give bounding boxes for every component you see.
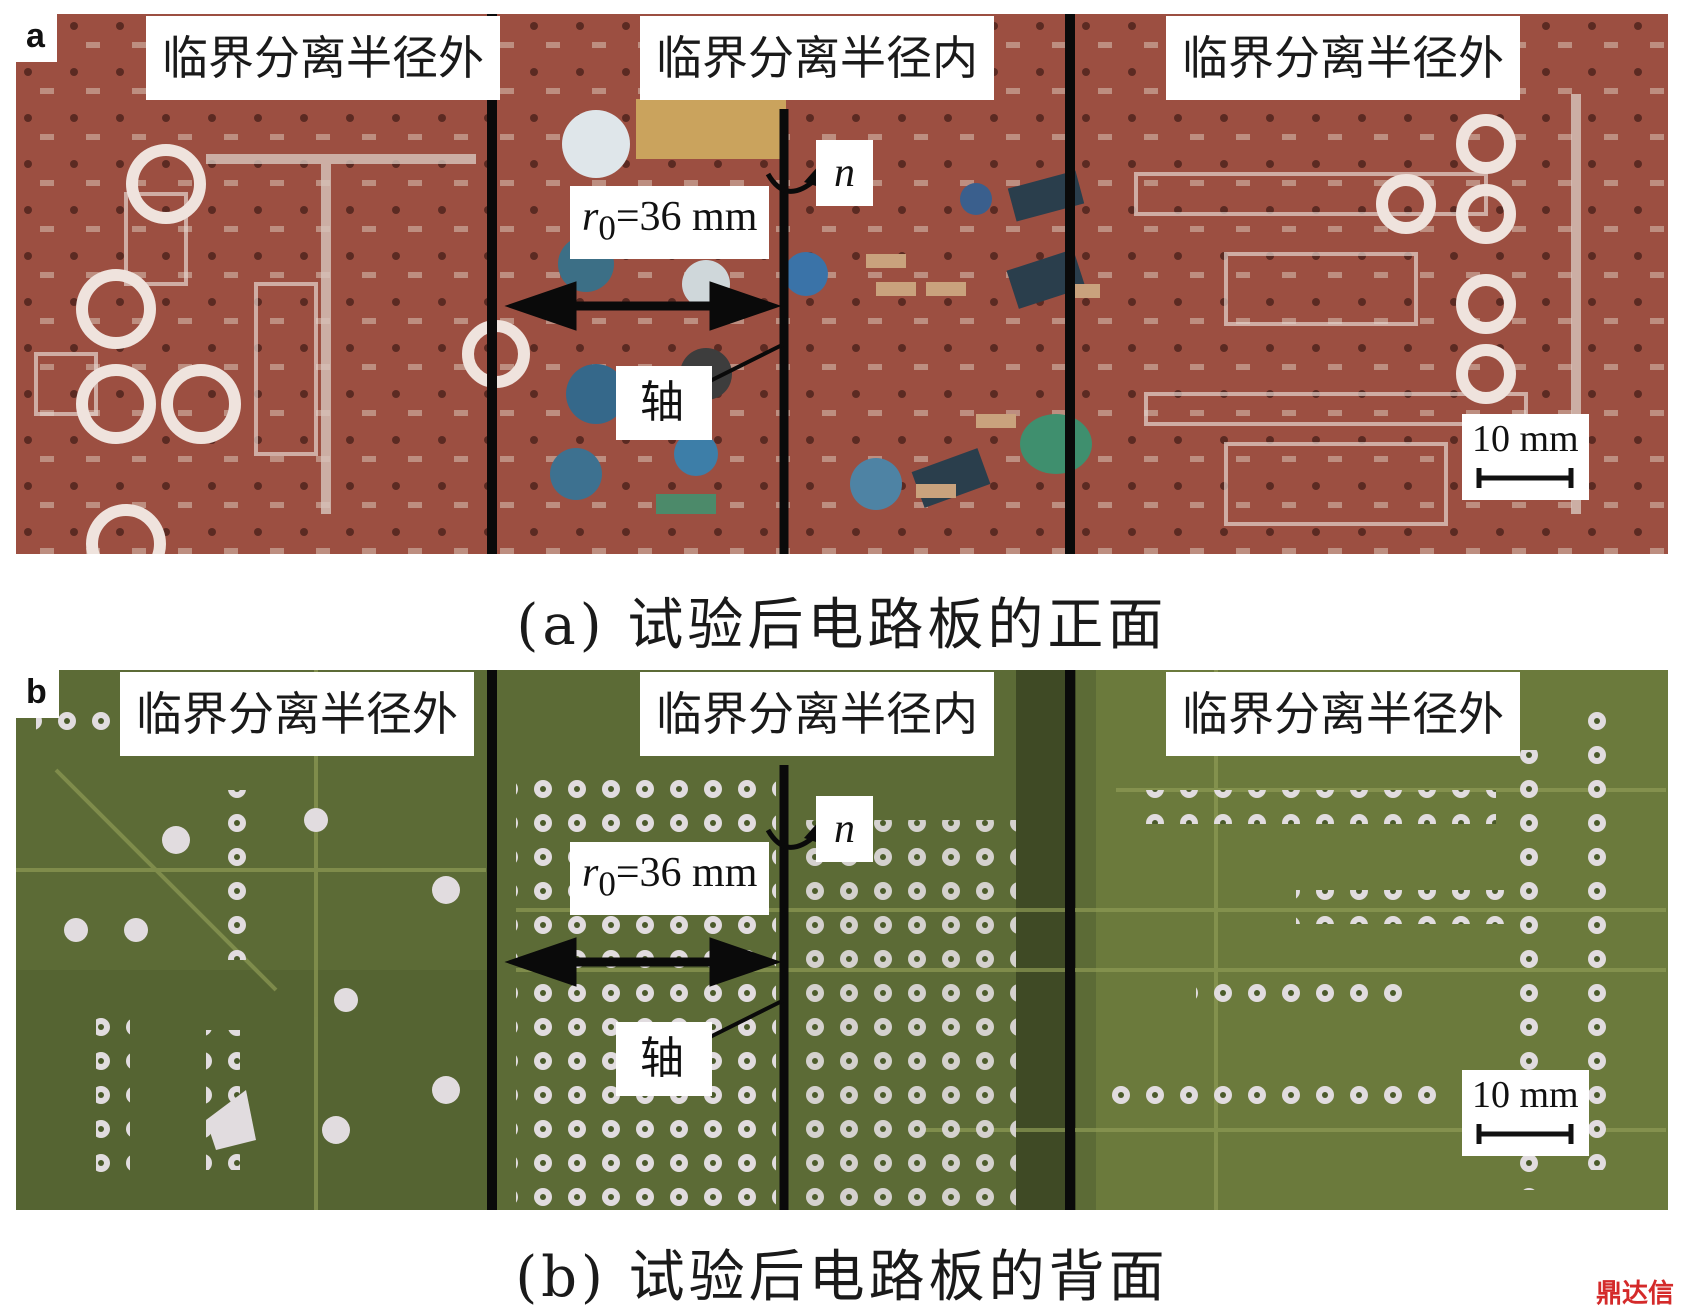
radius-subscript: 0 (598, 864, 616, 904)
watermark-logo: 鼎达信 (1595, 1279, 1674, 1309)
panel-a-axis-label: 轴 (616, 366, 712, 440)
radius-value: =36 mm (615, 850, 758, 896)
scale-bar-label: 10 mm (1472, 418, 1579, 460)
scale-bar-line (1476, 468, 1574, 488)
scale-bar-label: 10 mm (1472, 1074, 1579, 1116)
pcb-back-illustration (16, 670, 1668, 1210)
panel-a-label-inner: 临界分离半径内 (640, 16, 994, 100)
pcb-front-illustration (16, 14, 1668, 554)
panel-a-scale-bar: 10 mm (1462, 414, 1589, 500)
panel-a-rotation-n-label: n (816, 140, 873, 206)
panel-a-front-board-photo: a 临界分离半径外 临界分离半径内 临界分离半径外 n r0=36 mm 轴 1… (16, 14, 1668, 554)
panel-a-label-outer-left: 临界分离半径外 (146, 16, 500, 100)
panel-b-scale-bar: 10 mm (1462, 1070, 1589, 1156)
radius-symbol: r (582, 850, 599, 896)
panel-b-rotation-n-label: n (816, 796, 873, 862)
panel-a-label-outer-right: 临界分离半径外 (1166, 16, 1520, 100)
panel-a-letter: a (16, 14, 57, 62)
panel-b-label-outer-left: 临界分离半径外 (120, 672, 474, 756)
panel-b-axis-label: 轴 (616, 1022, 712, 1096)
panel-b-label-inner: 临界分离半径内 (640, 672, 994, 756)
panel-b-letter: b (16, 670, 59, 718)
scale-bar-line (1476, 1124, 1574, 1144)
panel-b-back-board-photo: b 临界分离半径外 临界分离半径内 临界分离半径外 n r0=36 mm 轴 1… (16, 670, 1668, 1210)
panel-b-label-outer-right: 临界分离半径外 (1166, 672, 1520, 756)
panel-b-radius-label: r0=36 mm (570, 842, 770, 916)
caption-a: (a) 试验后电路板的正面 (516, 593, 1168, 658)
radius-subscript: 0 (598, 208, 616, 248)
radius-value: =36 mm (615, 194, 758, 240)
caption-b: (b) 试验后电路板的背面 (515, 1245, 1169, 1310)
panel-a-radius-label: r0=36 mm (570, 186, 770, 260)
radius-symbol: r (582, 194, 599, 240)
